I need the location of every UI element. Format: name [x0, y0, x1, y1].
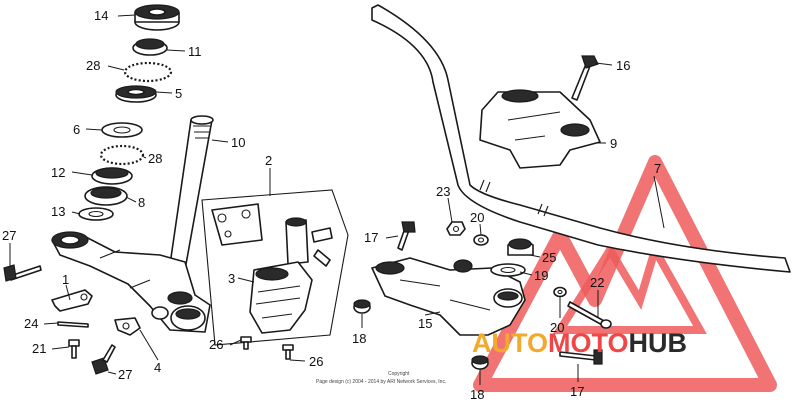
top-thread-cap[interactable]: [134, 4, 180, 31]
ignition-switch-body[interactable]: [249, 261, 313, 334]
cap-25[interactable]: [507, 238, 534, 256]
callout-18-lower: 18: [470, 387, 484, 402]
callout-14: 14: [94, 8, 108, 23]
ignition-switch-box: [201, 189, 349, 346]
callout-27-left: 27: [2, 228, 16, 243]
clamp-pin[interactable]: [57, 321, 89, 328]
callout-18-center: 18: [352, 331, 366, 346]
handlebar[interactable]: [371, 4, 791, 273]
leader-lines: [9, 14, 665, 385]
callout-20-upper: 20: [470, 210, 484, 225]
steel-balls-lower[interactable]: [99, 144, 145, 166]
callout-19: 19: [534, 268, 548, 283]
callout-17-lower: 17: [570, 384, 584, 399]
callout-3: 3: [228, 271, 235, 286]
callout-17-upper: 17: [364, 230, 378, 245]
callout-11: 11: [188, 44, 202, 59]
nut-18-lower[interactable]: [471, 355, 489, 370]
screw-26-right[interactable]: [282, 344, 294, 360]
dust-seal-washer[interactable]: [101, 122, 143, 138]
wire-clamp-bracket[interactable]: [51, 289, 93, 312]
callout-5: 5: [175, 86, 182, 101]
bolt-17-lower[interactable]: [559, 349, 603, 365]
callout-25: 25: [542, 250, 556, 265]
copyright-line-1: Copyright: [388, 371, 410, 377]
bolt-left[interactable]: [3, 264, 42, 282]
callout-28-upper: 28: [86, 58, 100, 73]
callout-4: 4: [154, 360, 161, 375]
bolt-16[interactable]: [571, 55, 599, 101]
callout-2: 2: [265, 153, 272, 168]
callout-10: 10: [231, 135, 245, 150]
handlebar-upper-holder[interactable]: [479, 89, 601, 169]
thrust-washer[interactable]: [78, 207, 114, 221]
callout-26-right: 26: [309, 354, 323, 369]
watermark-text-auto: AUTOMOTOHUB: [472, 328, 687, 358]
bolt-27-bottom[interactable]: [91, 344, 116, 375]
washer-20-upper[interactable]: [473, 234, 489, 246]
copyright-notice: Copyright Page design (c) 2004 - 2014 by…: [316, 371, 446, 385]
dust-seal-lower[interactable]: [84, 186, 128, 206]
steel-balls-upper[interactable]: [123, 61, 173, 83]
nut-18-center[interactable]: [353, 299, 371, 314]
washer-19[interactable]: [490, 263, 526, 277]
ignition-switch-parts[interactable]: [211, 203, 333, 267]
watermark-logo: [473, 155, 777, 392]
steering-stem[interactable]: [51, 115, 214, 333]
screw-21[interactable]: [68, 339, 80, 359]
callout-7: 7: [654, 161, 661, 176]
callout-26-left: 26: [209, 337, 223, 352]
callout-27-bottom: 27: [118, 367, 132, 382]
callout-20-lower: 20: [550, 320, 564, 335]
nut-23[interactable]: [446, 221, 466, 236]
watermark-text: AUTOMOTOHUB: [472, 328, 687, 358]
inner-race-upper[interactable]: [115, 85, 157, 103]
callout-labels: 14 11 28 5 6 10 28 12 8 13 27 1 24 21 27…: [2, 8, 661, 402]
callout-15: 15: [418, 316, 432, 331]
bearing-race-top[interactable]: [132, 38, 168, 56]
callout-12: 12: [51, 165, 65, 180]
callout-9: 9: [610, 136, 617, 151]
callout-21: 21: [32, 341, 46, 356]
bolt-22[interactable]: [567, 301, 612, 329]
callout-24: 24: [24, 316, 38, 331]
callout-8: 8: [138, 195, 145, 210]
copyright-line-2: Page design (c) 2004 - 2014 by ARI Netwo…: [316, 379, 446, 385]
top-bridge[interactable]: [371, 257, 526, 336]
callout-1: 1: [62, 272, 69, 287]
screw-26-left[interactable]: [240, 336, 252, 350]
bolt-17-upper[interactable]: [397, 221, 416, 251]
callout-16: 16: [616, 58, 630, 73]
callout-28-lower: 28: [148, 151, 162, 166]
callout-22: 22: [590, 275, 604, 290]
wire-guide[interactable]: [114, 317, 141, 336]
washer-20-lower[interactable]: [553, 286, 567, 298]
callout-13: 13: [51, 204, 65, 219]
callout-6: 6: [73, 122, 80, 137]
bearing-race-lower[interactable]: [91, 167, 133, 185]
callout-23: 23: [436, 184, 450, 199]
